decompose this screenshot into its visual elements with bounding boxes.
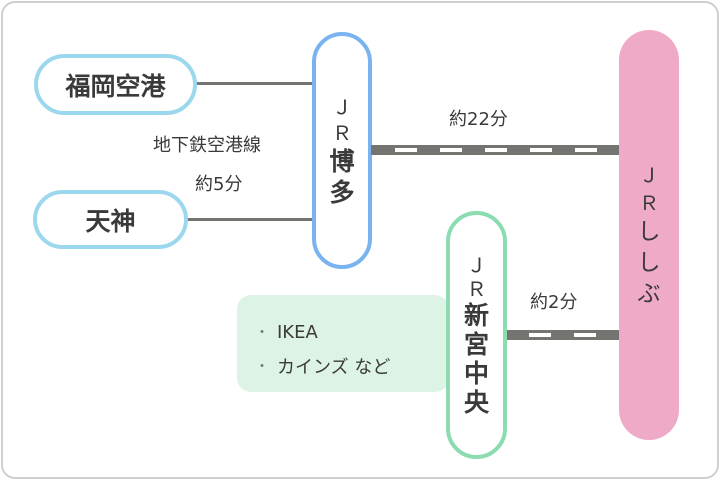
station-jr-shingu-chuo-char: 中 xyxy=(463,359,489,388)
nearby-shops-box: ・ IKEA ・ カインズ など xyxy=(237,295,449,392)
shop-item-label: カインズ など xyxy=(277,357,391,378)
airport-connector-line xyxy=(196,82,314,85)
station-jr-shibu-char: Ｒ xyxy=(639,190,659,215)
station-jr-shingu-chuo: Ｊ Ｒ 新 宮 中 央 xyxy=(446,211,507,459)
station-jr-shibu-char: ぶ xyxy=(637,280,661,307)
subway-time-label: 約5分 xyxy=(195,174,243,195)
station-jr-shingu-chuo-char: Ｒ xyxy=(466,277,487,301)
track-dash xyxy=(529,333,551,337)
bullet-icon: ・ xyxy=(255,325,269,341)
station-jr-shingu-chuo-char: 新 xyxy=(463,301,489,330)
station-fukuoka-airport: 福岡空港 xyxy=(34,54,197,115)
station-jr-shibu-char: し xyxy=(637,218,661,245)
jr-track-hakata-shibu xyxy=(371,145,620,155)
station-jr-shibu-char: Ｊ xyxy=(639,162,659,187)
station-tenjin-label: 天神 xyxy=(85,206,136,236)
station-jr-shingu-chuo-char: 央 xyxy=(463,388,489,417)
track-dash xyxy=(485,148,507,152)
subway-line-label: 地下鉄空港線 xyxy=(153,135,261,156)
station-jr-hakata-char: 博 xyxy=(329,146,355,176)
station-jr-hakata-char: Ｊ xyxy=(332,94,352,119)
station-jr-shingu-chuo-char: Ｊ xyxy=(466,253,487,277)
shop-item: ・ カインズ など xyxy=(255,349,449,383)
track-dash xyxy=(574,333,596,337)
shingu-shibu-time-label: 約2分 xyxy=(530,292,578,313)
station-jr-hakata: Ｊ Ｒ 博 多 xyxy=(312,32,372,269)
station-tenjin: 天神 xyxy=(33,190,188,249)
track-dash xyxy=(440,148,462,152)
station-jr-hakata-char: 多 xyxy=(329,177,355,207)
track-dash xyxy=(530,148,552,152)
station-jr-hakata-char: Ｒ xyxy=(332,120,352,145)
station-jr-shibu: Ｊ Ｒ し し ぶ xyxy=(619,30,679,440)
jr-track-shingu-shibu xyxy=(506,330,620,340)
hakata-shibu-time-label: 約22分 xyxy=(449,109,508,130)
tenjin-connector-line xyxy=(187,218,314,221)
shop-item-label: IKEA xyxy=(277,321,318,343)
station-jr-shingu-chuo-char: 宮 xyxy=(463,330,489,359)
bullet-icon: ・ xyxy=(255,359,269,375)
shop-item: ・ IKEA xyxy=(255,315,449,349)
track-dash xyxy=(395,148,417,152)
station-jr-shibu-char: し xyxy=(637,249,661,276)
station-fukuoka-airport-label: 福岡空港 xyxy=(65,71,166,101)
track-dash xyxy=(575,148,597,152)
